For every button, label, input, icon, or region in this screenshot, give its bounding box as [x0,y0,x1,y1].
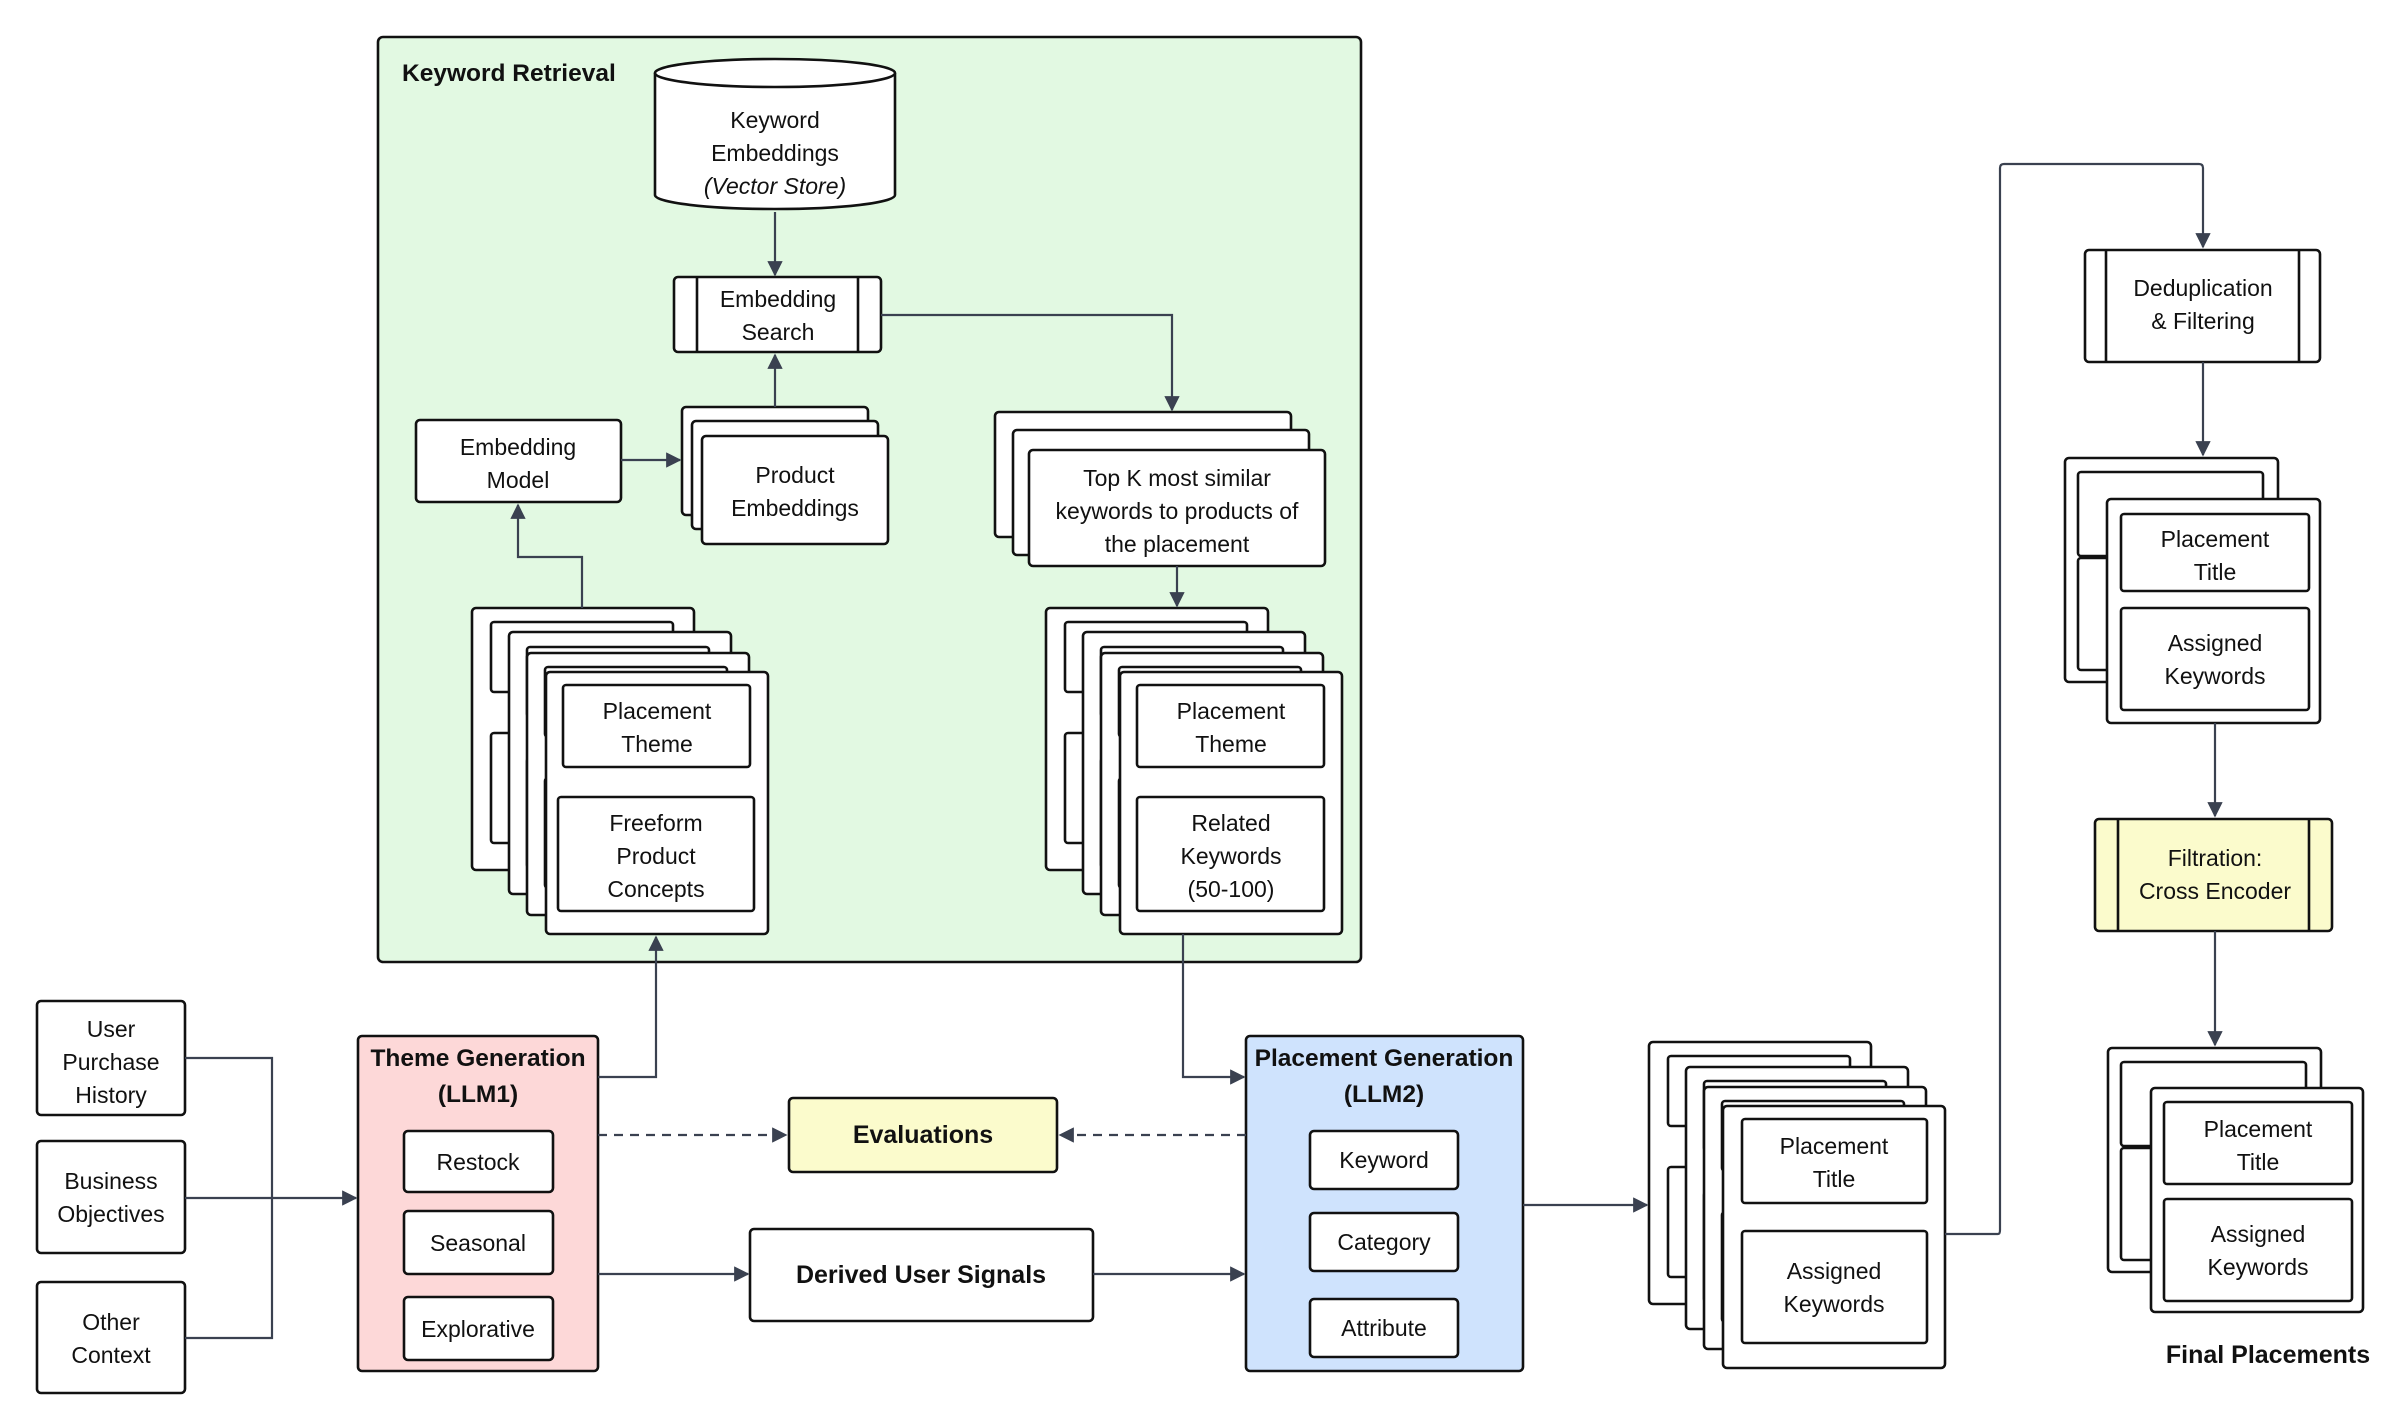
svg-text:Theme: Theme [621,731,693,757]
svg-text:Assigned: Assigned [2168,630,2263,656]
final-placements-stack: Placement Title Assigned Keywords [2106,1046,2365,1314]
svg-text:Derived User Signals: Derived User Signals [796,1261,1046,1289]
keyword-item: Keyword [1339,1147,1428,1173]
other-context-box: Other Context [35,1280,187,1395]
svg-text:Keywords: Keywords [1181,843,1282,869]
svg-text:Embeddings: Embeddings [731,495,859,521]
svg-text:Placement: Placement [1780,1133,1889,1159]
svg-text:Embedding: Embedding [720,286,836,312]
svg-text:keywords to products of: keywords to products of [1056,498,1300,524]
embedding-search-box: Embedding Search [672,275,883,354]
svg-text:Freeform: Freeform [609,810,702,836]
svg-text:Assigned: Assigned [2211,1221,2306,1247]
svg-text:Other: Other [82,1309,140,1335]
svg-text:Product: Product [616,843,696,869]
svg-text:Deduplication: Deduplication [2133,275,2272,301]
svg-text:Keywords: Keywords [2208,1254,2309,1280]
svg-text:Placement: Placement [2161,526,2270,552]
svg-text:(LLM2): (LLM2) [1344,1081,1424,1108]
restock-item: Restock [436,1149,520,1175]
svg-text:Embeddings: Embeddings [711,140,839,166]
svg-text:Evaluations: Evaluations [853,1121,993,1149]
svg-text:Concepts: Concepts [607,876,704,902]
deduplicated-placements-stack: Placement Title Assigned Keywords [2063,456,2322,725]
svg-text:Title: Title [2194,559,2237,585]
placement-theme-stack: Placement Theme Freeform Product Concept… [470,606,770,936]
svg-text:Placement: Placement [603,698,712,724]
edge-theme-stack-to-model [510,503,584,608]
derived-user-signals-box: Derived User Signals [748,1227,1095,1323]
svg-text:Theme: Theme [1195,731,1267,757]
svg-text:Purchase: Purchase [62,1049,159,1075]
svg-text:(LLM1): (LLM1) [438,1081,518,1108]
svg-text:Placement: Placement [1177,698,1286,724]
related-keywords-stack: Placement Theme Related Keywords (50-100… [1044,606,1344,936]
connectors [185,162,2223,1340]
final-placements-label: Final Placements [2166,1341,2370,1369]
keyword-retrieval-title: Keyword Retrieval [402,60,616,87]
edge-user-history [185,1056,274,1198]
svg-text:Theme Generation: Theme Generation [370,1045,585,1072]
svg-text:Top K most similar: Top K most similar [1083,465,1271,491]
svg-text:Title: Title [1813,1166,1856,1192]
user-purchase-history-box: User Purchase History [35,999,187,1117]
svg-text:Placement: Placement [2204,1116,2313,1142]
svg-text:Embedding: Embedding [460,434,576,460]
embedding-model-box: Embedding Model [414,418,623,504]
product-embeddings-stack: Product Embeddings [680,405,890,546]
svg-text:Cross Encoder: Cross Encoder [2139,878,2291,904]
seasonal-item: Seasonal [430,1230,526,1256]
svg-text:History: History [75,1082,147,1108]
svg-text:Search: Search [742,319,815,345]
svg-text:Product: Product [755,462,835,488]
business-objectives-box: Business Objectives [35,1139,187,1255]
theme-generation-box: Theme Generation (LLM1) Restock Seasonal… [356,1034,600,1373]
edge-search-to-topk [881,313,1180,412]
edge-keyword-stack-to-placement-gen [1181,934,1246,1085]
svg-text:User: User [87,1016,136,1042]
filtration-cross-encoder-box: Filtration: Cross Encoder [2093,817,2334,933]
edge-theme-gen-to-stack [598,935,664,1079]
keyword-embeddings-vector-store: Keyword Embeddings (Vector Store) [653,57,897,211]
svg-text:Context: Context [71,1342,151,1368]
svg-text:(Vector Store): (Vector Store) [704,173,846,199]
svg-text:Objectives: Objectives [57,1201,164,1227]
svg-text:Title: Title [2237,1149,2280,1175]
svg-text:Model: Model [487,467,550,493]
evaluations-box: Evaluations [787,1096,1059,1174]
svg-text:the placement: the placement [1105,531,1250,557]
placement-output-stack: Placement Title Assigned Keywords [1647,1040,1947,1370]
placement-generation-box: Placement Generation (LLM2) Keyword Cate… [1244,1034,1525,1373]
svg-text:Business: Business [64,1168,157,1194]
svg-text:Assigned: Assigned [1787,1258,1882,1284]
svg-text:Keyword: Keyword [730,107,819,133]
svg-text:Keywords: Keywords [2165,663,2266,689]
attribute-item: Attribute [1341,1315,1427,1341]
deduplication-filtering-box: Deduplication & Filtering [2083,248,2322,364]
svg-text:(50-100): (50-100) [1188,876,1275,902]
svg-text:& Filtering: & Filtering [2151,308,2255,334]
svg-text:Related: Related [1191,810,1270,836]
top-k-keywords-stack: Top K most similar keywords to products … [993,410,1327,568]
svg-text:Placement Generation: Placement Generation [1255,1045,1514,1072]
svg-text:Filtration:: Filtration: [2168,845,2263,871]
edge-output-to-dedup [1945,162,2211,1236]
explorative-item: Explorative [421,1316,535,1342]
edge-other-context [185,1198,274,1340]
category-item: Category [1337,1229,1431,1255]
svg-text:Keywords: Keywords [1784,1291,1885,1317]
